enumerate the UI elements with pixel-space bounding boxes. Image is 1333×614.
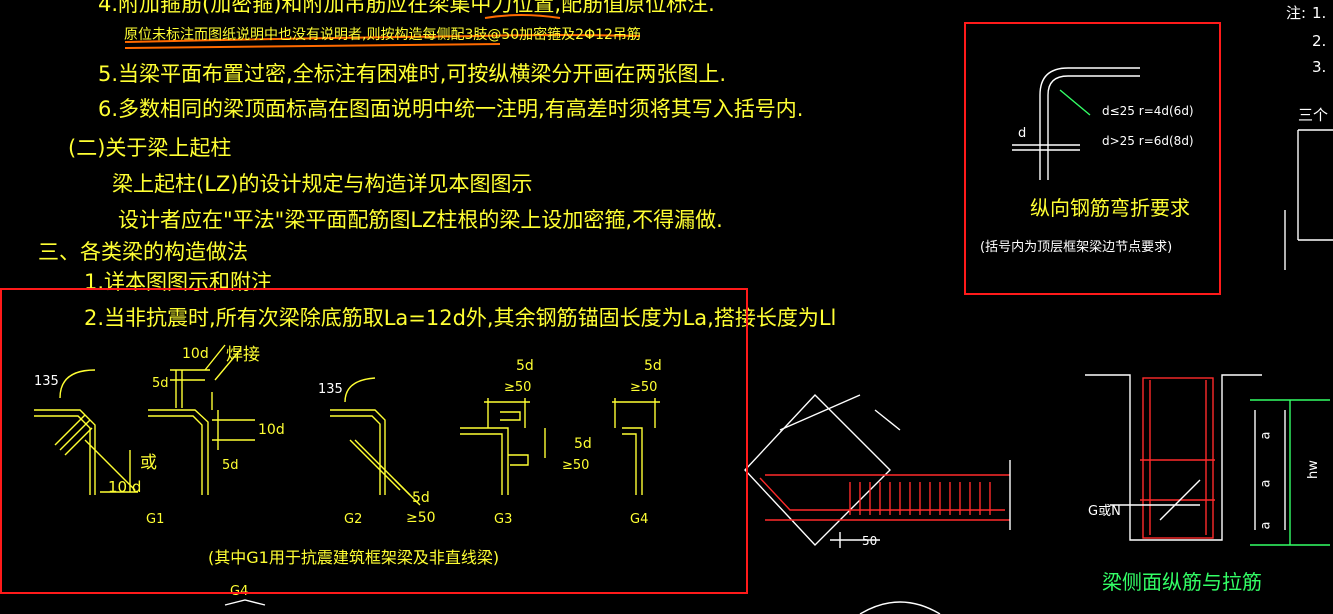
bend-title: 纵向钢筋弯折要求	[1030, 196, 1190, 220]
side-note-2: 2.	[1312, 32, 1327, 50]
weld-dim-5d-bottom: 5d	[222, 458, 239, 473]
side-note-sange: 三个	[1298, 106, 1329, 124]
stirrup-g3-shape	[460, 398, 546, 495]
g4-dim-ge50: ≥50	[630, 380, 658, 395]
handwritten-annotation-marks	[124, 14, 641, 49]
g3-dim-ge50-right: ≥50	[562, 458, 590, 473]
g2-dim-ge50: ≥50	[406, 510, 436, 526]
section3-title: 三、各类梁的构造做法	[38, 240, 248, 264]
bend-radius-small: d≤25 r=4d(6d)	[1102, 104, 1194, 118]
note-line-4: 4.附加箍筋(加密箍)和附加吊筋应在梁集中力位置,配筋值原位标注.	[98, 0, 715, 16]
side-note-zhu: 注:	[1286, 4, 1307, 22]
bend-d-label: d	[1018, 126, 1027, 141]
beam-a-label-2: a	[1258, 479, 1274, 488]
handwritten-note: 原位未标注而图纸说明中也没有说明者,则按构造每侧配3肢@50加密箍及2Φ12吊筋	[124, 27, 641, 43]
g4-dim-5d: 5d	[644, 358, 662, 374]
section3-line2: 2.当非抗震时,所有次梁除底筋取La=12d外,其余钢筋锚固长度为La,搭接长度…	[84, 306, 837, 330]
stirrup-welded-shape	[148, 344, 255, 495]
g1-label-or: 或	[140, 453, 157, 473]
bottom-partial-shapes	[224, 599, 941, 614]
g2-dim-5d: 5d	[412, 490, 430, 506]
side-note-3: 3.	[1312, 58, 1327, 76]
beam-gn-label: G或N	[1088, 504, 1121, 519]
weld-dim-10d-top: 10d	[182, 346, 209, 362]
beam-a-label-1: a	[1258, 431, 1274, 440]
bend-detail-shape	[1012, 67, 1140, 180]
weld-dim-5d-left: 5d	[152, 376, 169, 391]
stirrup-label-g3: G3	[494, 512, 513, 527]
beam-hw-label: hw	[1305, 460, 1321, 479]
beam-dim-50: 50	[862, 534, 878, 548]
g3-dim-5d-top: 5d	[516, 358, 534, 374]
section2-line2: 设计者应在"平法"梁平面配筋图LZ柱根的梁上设加密箍,不得漏做.	[118, 208, 723, 232]
section3-line1: 1.详本图图示和附注	[84, 270, 273, 294]
beam-section-shape	[1085, 374, 1330, 546]
weld-dim-10d-right: 10d	[258, 422, 285, 438]
highlight-box-stirrups	[0, 288, 748, 594]
stirrup-footnote: (其中G1用于抗震建筑框架梁及非直线梁)	[208, 548, 500, 567]
stirrup-g1-shape	[34, 369, 138, 495]
weld-label: 焊接	[226, 345, 260, 365]
g3-dim-ge50-top: ≥50	[504, 380, 532, 395]
bend-radius-large: d>25 r=6d(8d)	[1102, 134, 1194, 148]
beam-connection-shape	[744, 393, 1011, 548]
section2-line1: 梁上起柱(LZ)的设计规定与构造详见本图图示	[112, 172, 533, 196]
section2-title: (二)关于梁上起柱	[68, 136, 232, 160]
right-edge-partial-figure	[1284, 129, 1333, 270]
stirrup-label-g2: G2	[344, 512, 363, 527]
stirrup-label-g4-bottom: G4	[230, 584, 249, 599]
angle-135-g1: 135	[34, 374, 59, 389]
highlight-box-bend-detail	[964, 22, 1221, 295]
bend-note: (括号内为顶层框架梁边节点要求)	[980, 240, 1173, 255]
stirrup-label-g1: G1	[146, 512, 165, 527]
beam-section-title: 梁侧面纵筋与拉筋	[1102, 570, 1262, 594]
angle-135-g2: 135	[318, 382, 343, 397]
beam-a-label-3: a	[1258, 521, 1274, 530]
note-line-6: 6.多数相同的梁顶面标高在图面说明中统一注明,有高差时须将其写入括号内.	[98, 97, 804, 121]
g3-dim-5d-right: 5d	[574, 436, 592, 452]
note-line-5: 5.当梁平面布置过密,全标注有困难时,可按纵横梁分开画在两张图上.	[98, 62, 727, 86]
g1-dim-10d: 10 d	[108, 478, 142, 496]
side-note-1: 1.	[1312, 4, 1327, 22]
stirrup-g4-shape	[612, 398, 660, 495]
stirrup-g2-shape	[330, 377, 421, 506]
stirrup-label-g4: G4	[630, 512, 649, 527]
